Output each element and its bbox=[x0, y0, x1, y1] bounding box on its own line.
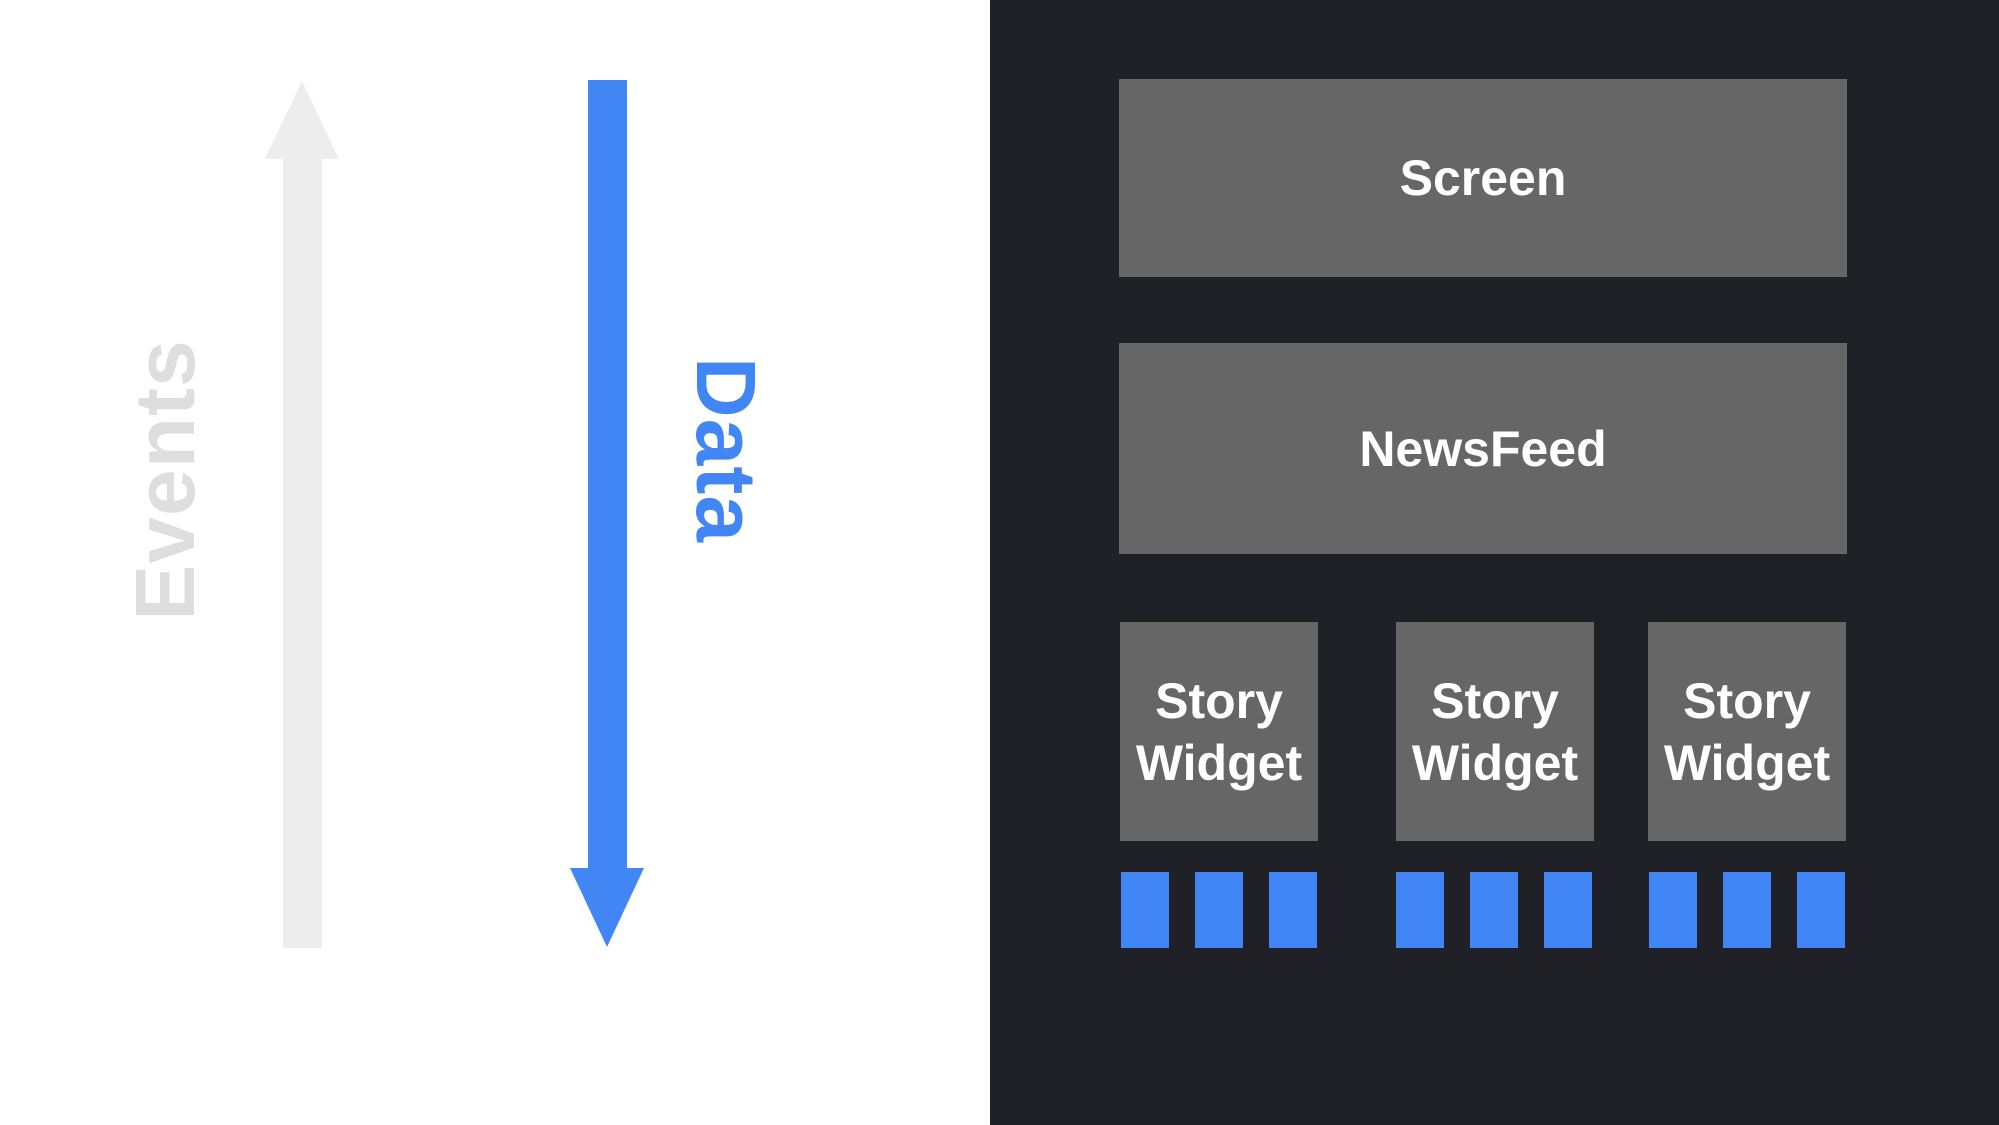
data-block bbox=[1544, 872, 1592, 948]
data-block bbox=[1797, 872, 1845, 948]
widget-tree-panel: Screen NewsFeed Story Widget Story Widge… bbox=[990, 0, 1999, 1125]
data-arrow-shaft bbox=[588, 80, 627, 869]
events-label: Events bbox=[118, 339, 212, 621]
data-block bbox=[1649, 872, 1697, 948]
data-label: Data bbox=[679, 356, 773, 544]
arrow-down-icon bbox=[570, 868, 644, 947]
arrow-up-icon bbox=[265, 81, 339, 159]
screen-node-box: Screen bbox=[1119, 79, 1847, 277]
newsfeed-node-box: NewsFeed bbox=[1119, 343, 1847, 554]
event-data-flow-panel: Events Data bbox=[0, 0, 990, 1125]
story-widget-node-box: Story Widget bbox=[1120, 622, 1318, 841]
data-block bbox=[1121, 872, 1169, 948]
data-block bbox=[1195, 872, 1243, 948]
data-block bbox=[1396, 872, 1444, 948]
data-block bbox=[1470, 872, 1518, 948]
story-widget-node-box: Story Widget bbox=[1396, 622, 1594, 841]
data-block bbox=[1723, 872, 1771, 948]
events-arrow-shaft bbox=[283, 157, 322, 948]
data-block bbox=[1269, 872, 1317, 948]
story-widget-node-box: Story Widget bbox=[1648, 622, 1846, 841]
